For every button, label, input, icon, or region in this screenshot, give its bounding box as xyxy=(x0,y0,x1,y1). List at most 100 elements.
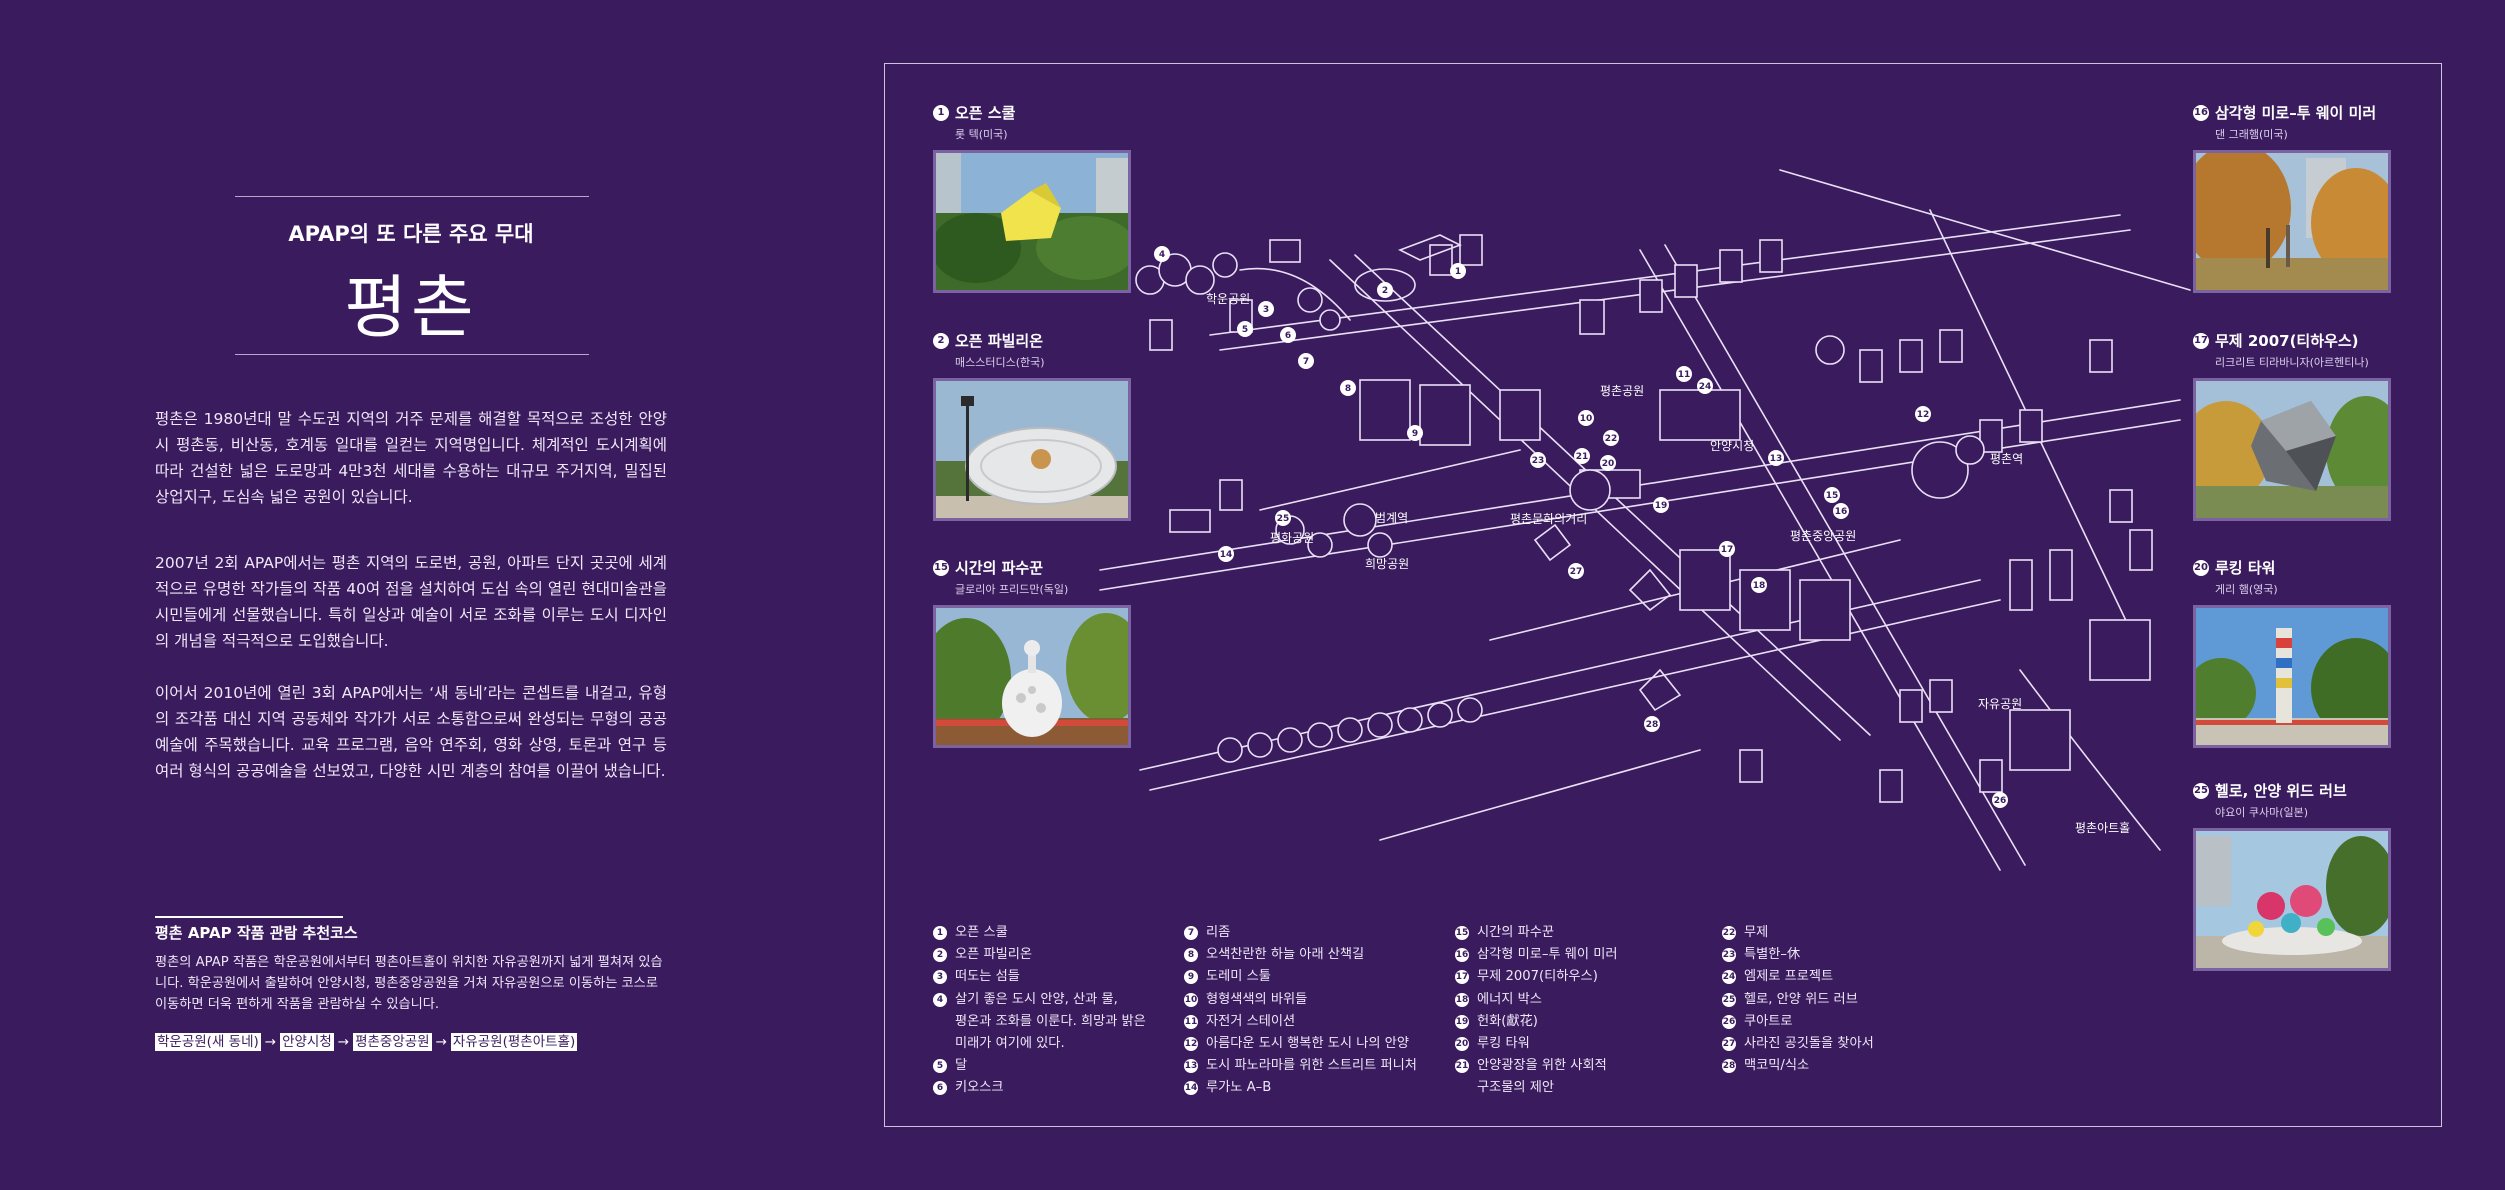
svg-text:19: 19 xyxy=(1655,501,1668,511)
work-artist: 게리 햄(영국) xyxy=(2215,583,2278,596)
page-title: 평촌 xyxy=(344,269,478,348)
map-marker: 1 xyxy=(1450,263,1466,279)
svg-text:10: 10 xyxy=(1580,414,1593,424)
label-culture-street: 평촌문화의거리 xyxy=(1510,512,1587,526)
number-badge: 17 xyxy=(1455,970,1469,985)
number-badge: 15 xyxy=(1455,926,1469,940)
legend-text: 자전거 스테이션 xyxy=(1206,1013,1296,1029)
number-badge: 22 xyxy=(1722,926,1736,940)
number-badge: 13 xyxy=(1184,1059,1198,1074)
photo-guardian-of-time xyxy=(933,605,1131,748)
work-artist: 리크리트 티라바니자(아르헨티나) xyxy=(2215,356,2369,369)
svg-text:24: 24 xyxy=(1699,382,1712,392)
legend-text: 헬로, 안양 위드 러브 xyxy=(1744,991,1858,1007)
map-marker: 9 xyxy=(1407,425,1423,441)
legend-text: 엠제로 프로젝트 xyxy=(1744,969,1834,985)
legend-text-continued: 평온과 조화를 이룬다. 희망과 밝은 xyxy=(955,1013,1146,1029)
photo-open-pavilion xyxy=(933,378,1131,521)
legend-text: 키오스크 xyxy=(955,1080,1004,1096)
number-badge: 25 xyxy=(1722,992,1736,1007)
svg-text:14: 14 xyxy=(1220,550,1233,560)
course-description: 평촌의 APAP 작품은 학운공원에서부터 평촌아트홀이 위치한 자유공원까지 … xyxy=(155,955,663,1012)
work-artist: 롯 텍(미국) xyxy=(955,128,1008,141)
svg-text:28: 28 xyxy=(1646,720,1659,730)
number-badge: 16 xyxy=(1455,948,1469,963)
label-huimang-park: 희망공원 xyxy=(1365,557,1409,571)
svg-text:21: 21 xyxy=(1576,452,1589,462)
number-badge: 15 xyxy=(933,559,949,576)
label-pyeongchon-park: 평촌공원 xyxy=(1600,384,1644,398)
number-badge: 17 xyxy=(2193,332,2209,349)
number-badge: 3 xyxy=(933,970,947,985)
svg-text:8: 8 xyxy=(1345,384,1351,394)
work-title: 무제 2007(티하우스) xyxy=(2215,332,2359,350)
legend-text: 헌화(獻花) xyxy=(1477,1013,1538,1029)
svg-text:13: 13 xyxy=(1770,454,1783,464)
route-stop: 안양시청 xyxy=(280,1033,334,1051)
svg-text:22: 22 xyxy=(1605,434,1618,444)
number-badge: 14 xyxy=(1184,1081,1198,1096)
number-badge: 25 xyxy=(2193,782,2209,799)
svg-text:16: 16 xyxy=(1835,507,1848,517)
legend-text: 맥코믹/식소 xyxy=(1744,1058,1810,1074)
svg-text:7: 7 xyxy=(1303,357,1309,367)
area-map: 학운공원 평촌공원 안양시청 범계역 평화공원 희망공원 평촌문화의거리 평촌중… xyxy=(1099,169,2191,871)
map-marker: 23 xyxy=(1530,452,1546,468)
svg-text:11: 11 xyxy=(1678,370,1691,380)
top-rule xyxy=(235,196,589,197)
svg-text:9: 9 xyxy=(1412,429,1418,439)
map-marker: 22 xyxy=(1603,430,1619,446)
route-stop: 학운공원(새 동네) xyxy=(155,1033,261,1051)
work-title: 헬로, 안양 위드 러브 xyxy=(2215,782,2347,800)
label-city-hall: 안양시청 xyxy=(1710,439,1754,453)
svg-text:5: 5 xyxy=(1242,325,1248,335)
map-marker: 8 xyxy=(1340,380,1356,396)
legend-text: 오픈 스쿨 xyxy=(955,925,1008,940)
map-marker: 21 xyxy=(1574,448,1590,464)
map-marker: 2 xyxy=(1377,282,1393,298)
label-beomgye-station: 범계역 xyxy=(1375,511,1408,525)
number-badge: 21 xyxy=(1455,1059,1469,1074)
map-marker: 20 xyxy=(1600,455,1616,471)
number-badge: 12 xyxy=(1184,1037,1198,1052)
course-rule xyxy=(155,916,343,918)
map-marker: 4 xyxy=(1154,246,1170,262)
number-badge: 5 xyxy=(933,1059,947,1074)
number-badge: 16 xyxy=(2193,104,2209,121)
number-badge: 11 xyxy=(1184,1014,1198,1029)
map-marker: 14 xyxy=(1218,546,1234,562)
map-marker: 25 xyxy=(1275,510,1291,526)
svg-text:6: 6 xyxy=(1285,331,1291,341)
map-marker: 18 xyxy=(1751,577,1767,593)
svg-text:2: 2 xyxy=(1382,286,1388,296)
number-badge: 18 xyxy=(1455,992,1469,1007)
svg-text:1: 1 xyxy=(1455,267,1461,277)
legend-text: 루킹 타워 xyxy=(1477,1036,1530,1052)
map-marker: 27 xyxy=(1568,563,1584,579)
legend-text: 오색찬란한 하늘 아래 산책길 xyxy=(1206,947,1365,963)
map-marker: 7 xyxy=(1298,353,1314,369)
legend-text: 특별한–休 xyxy=(1744,947,1801,963)
svg-text:17: 17 xyxy=(1721,545,1734,555)
label-hakun-park: 학운공원 xyxy=(1206,292,1250,306)
map-marker: 5 xyxy=(1237,321,1253,337)
number-badge: 1 xyxy=(933,104,949,121)
number-badge: 19 xyxy=(1455,1014,1469,1029)
photo-open-school xyxy=(933,150,1131,293)
